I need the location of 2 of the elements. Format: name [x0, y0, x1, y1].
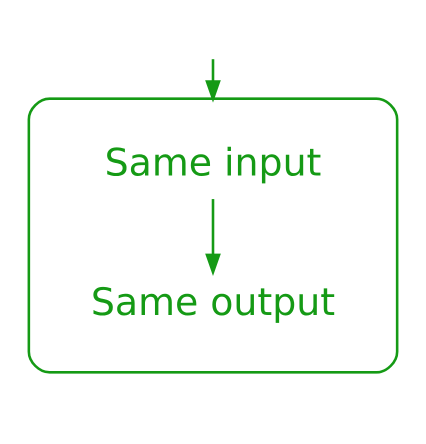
node-text: Same output [90, 280, 336, 324]
node-text: Same input [104, 140, 322, 184]
